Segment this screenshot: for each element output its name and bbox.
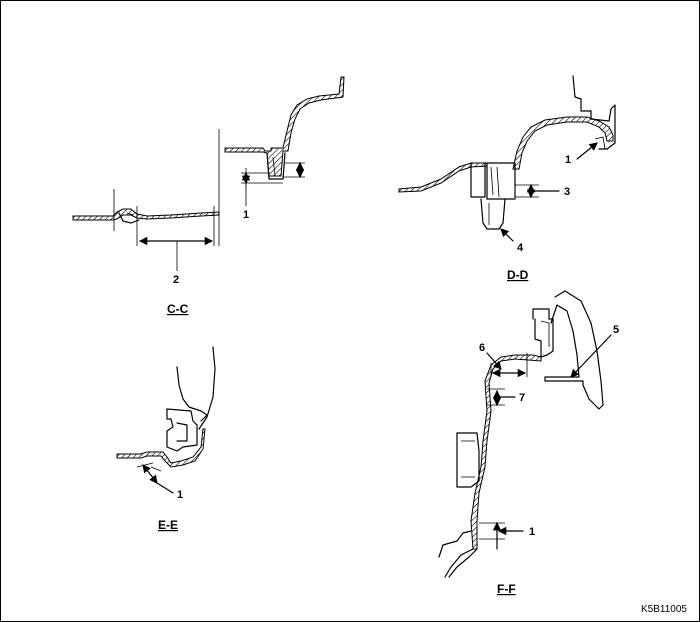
callout-1: 1 [243,209,249,221]
callout-1: 1 [529,526,535,538]
callout-1: 1 [177,489,183,501]
section-label-f-f: F-F [497,582,516,596]
callout-5: 5 [613,324,619,336]
callout-6: 6 [479,342,485,354]
callout-1: 1 [565,154,571,166]
view-e-e: 1 E-E [116,346,216,532]
view-c-c: 2 1 C-C [72,76,345,316]
callout-4: 4 [517,242,524,254]
view-f-f: 6 7 5 1 F-F [438,290,619,596]
callout-2: 2 [173,274,179,286]
callout-3: 3 [564,186,570,198]
figure-code: K5B11005 [641,604,687,615]
section-label-d-d: D-D [507,268,529,282]
section-label-e-e: E-E [158,518,178,532]
callout-7: 7 [519,392,525,404]
section-label-c-c: C-C [167,302,189,316]
view-d-d: 4 3 1 D-D [398,75,616,282]
